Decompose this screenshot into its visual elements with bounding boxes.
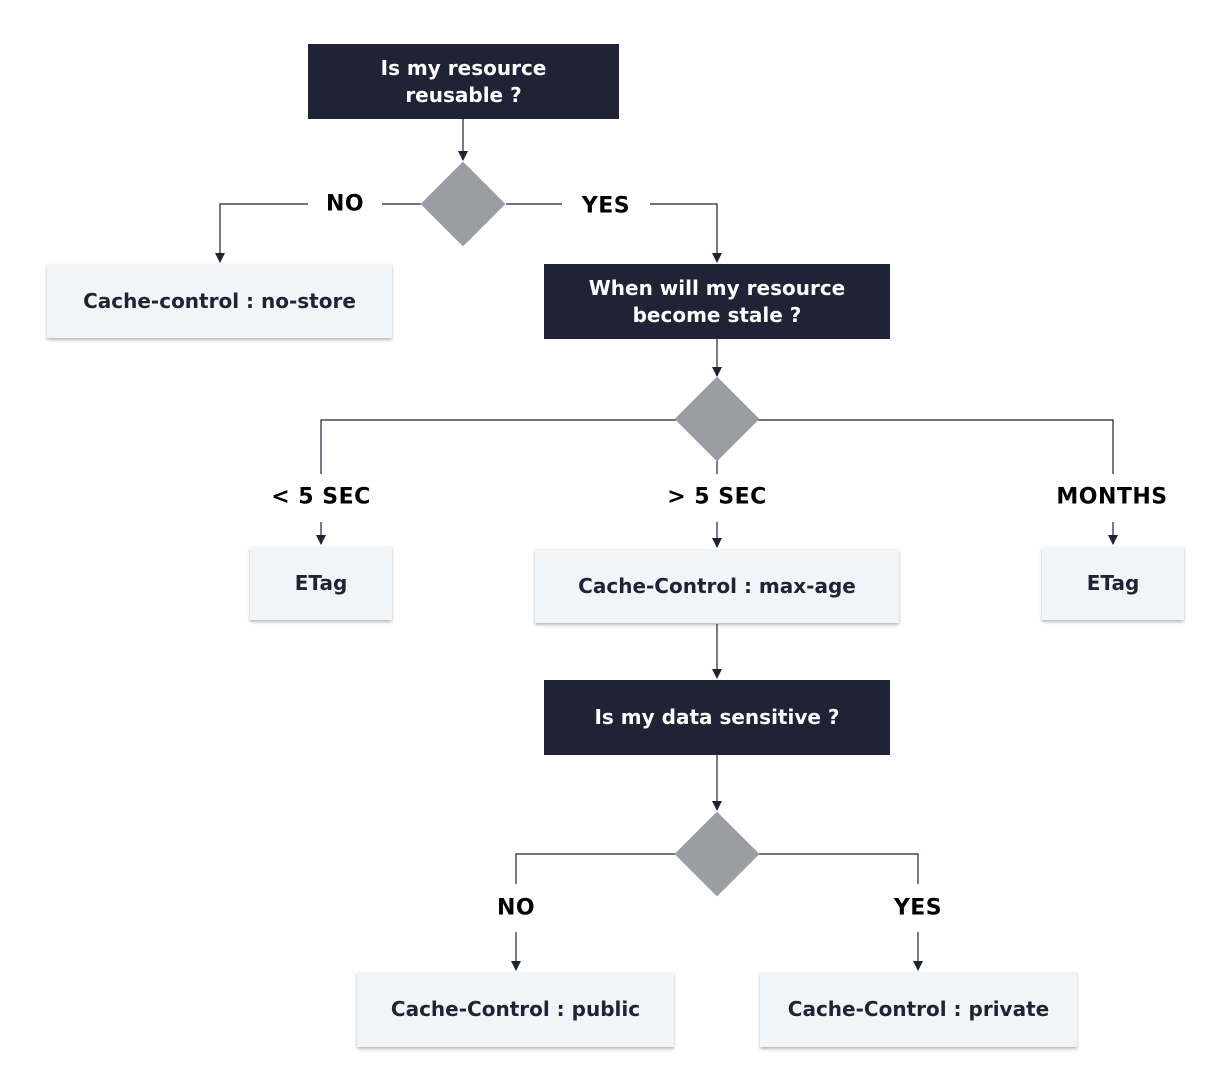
- question-sensitive: Is my data sensitive ?: [544, 680, 890, 755]
- connector-no-branch-2: [515, 853, 676, 884]
- outcome-etag-months: ETag: [1042, 546, 1184, 620]
- connector-yes-branch-2: [758, 853, 919, 884]
- connector-months-branch: [758, 419, 1114, 474]
- label-yes-sensitive: YES: [893, 895, 943, 921]
- outcome-etag-short-text: ETag: [294, 570, 348, 595]
- outcome-etag-short: ETag: [250, 546, 392, 620]
- question-reusable: Is my resource reusable ?: [308, 44, 619, 119]
- label-months: MONTHS: [1056, 484, 1168, 510]
- outcome-public-text: Cache-Control : public: [390, 997, 641, 1021]
- outcome-public: Cache-Control : public: [357, 972, 674, 1047]
- outcome-max-age: Cache-Control : max-age: [535, 549, 899, 623]
- connector-yes-branch-1: [650, 203, 722, 263]
- outcome-private-text: Cache-Control : private: [787, 997, 1050, 1021]
- connector-lt5-branch: [320, 419, 676, 474]
- label-less-than-5-sec: < 5 SEC: [271, 484, 371, 510]
- outcome-etag-months-text: ETag: [1086, 570, 1140, 595]
- question-sensitive-text: Is my data sensitive ?: [594, 705, 840, 729]
- label-more-than-5-sec: > 5 SEC: [667, 484, 767, 510]
- connector-no-branch-1: [215, 203, 308, 263]
- outcome-max-age-text: Cache-Control : max-age: [578, 573, 856, 598]
- label-no-reusable: NO: [325, 191, 365, 217]
- outcome-private: Cache-Control : private: [760, 972, 1077, 1047]
- label-yes-reusable: YES: [581, 193, 631, 219]
- question-stale: When will my resource become stale ?: [544, 264, 890, 339]
- outcome-no-store: Cache-control : no-store: [47, 264, 392, 338]
- question-stale-text: When will my resource become stale ?: [588, 275, 846, 327]
- outcome-no-store-text: Cache-control : no-store: [83, 288, 356, 313]
- label-no-sensitive: NO: [496, 895, 536, 921]
- question-reusable-text: Is my resource reusable ?: [380, 55, 547, 107]
